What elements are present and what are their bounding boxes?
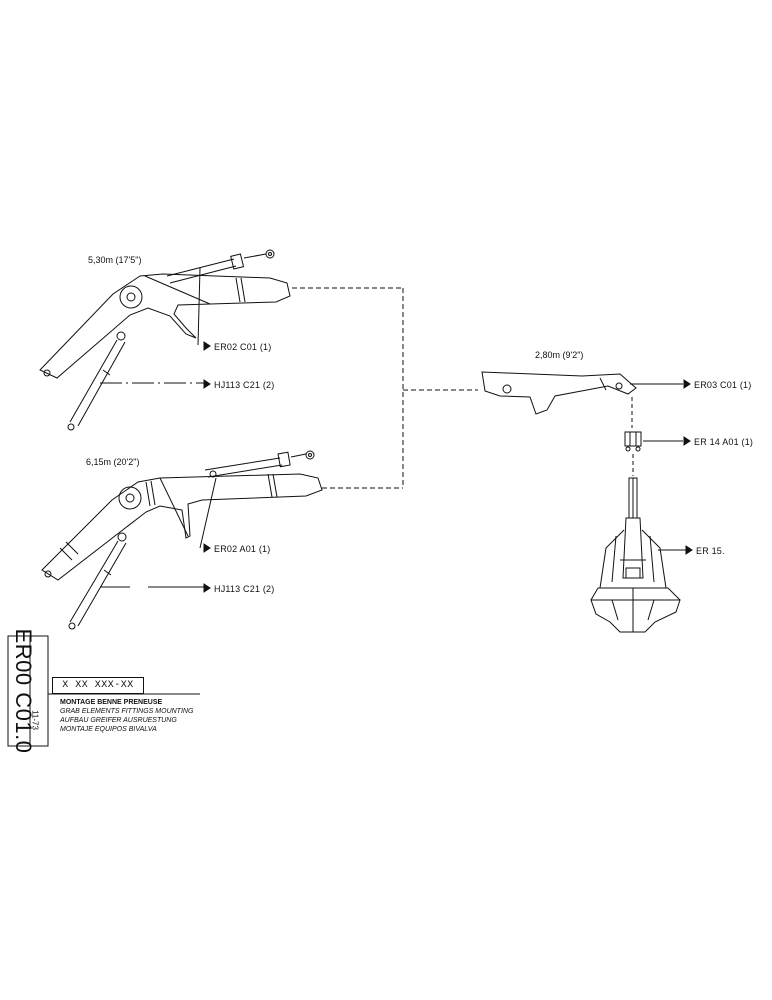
upper-boom bbox=[39, 273, 291, 379]
callout-hj113-lower: HJ113 C21 (2) bbox=[214, 584, 275, 594]
er02-a01-arrow-icon bbox=[203, 543, 211, 553]
callout-er15: ER 15. bbox=[696, 546, 725, 556]
hj113-upper-arrow-icon bbox=[203, 379, 211, 389]
drawing-date: 11-73 bbox=[28, 700, 42, 740]
title-block-frame bbox=[7, 635, 200, 747]
callout-hj113-upper: HJ113 C21 (2) bbox=[214, 380, 275, 390]
er15-arrow-icon bbox=[685, 545, 693, 555]
arm-length: 2,80m (9'2") bbox=[535, 350, 584, 360]
callout-markers bbox=[203, 341, 693, 593]
reference-number: X XX XXX-XX bbox=[52, 677, 144, 694]
lower-jack bbox=[68, 532, 127, 630]
drawing-date-text: 11-73 bbox=[30, 710, 40, 730]
lower-boom bbox=[41, 473, 323, 581]
grab-bucket bbox=[590, 477, 681, 633]
dipper-arm bbox=[481, 371, 637, 415]
callout-er02-a01: ER02 A01 (1) bbox=[214, 544, 271, 554]
upper-boom-cylinder bbox=[166, 249, 275, 284]
er03-c01-arrow-icon bbox=[683, 379, 691, 389]
lower-boom-length: 6,15m (20'2") bbox=[86, 457, 140, 467]
title-fr: MONTAGE BENNE PRENEUSE bbox=[60, 699, 163, 706]
callout-er02-c01: ER02 C01 (1) bbox=[214, 342, 272, 352]
title-es: MONTAJE EQUIPOS BIVALVA bbox=[60, 726, 157, 733]
connector-lines bbox=[292, 287, 478, 489]
upper-jack bbox=[67, 331, 126, 431]
er02-c01-leader bbox=[197, 267, 201, 346]
er02-c01-arrow-icon bbox=[203, 341, 211, 351]
callout-er14-a01: ER 14 A01 (1) bbox=[694, 437, 754, 447]
er02-a01-leader bbox=[199, 477, 217, 549]
callout-er03-c01: ER03 C01 (1) bbox=[694, 380, 752, 390]
title-en: GRAB ELEMENTS FITTINGS MOUNTING bbox=[60, 708, 194, 715]
title-de: AUFBAU GREIFER AUSRUESTUNG bbox=[60, 717, 177, 724]
title-lines: MONTAGE BENNE PRENEUSE GRAB ELEMENTS FIT… bbox=[60, 698, 193, 734]
lower-boom-cylinder bbox=[204, 450, 315, 478]
upper-boom-length: 5,30m (17'5") bbox=[88, 255, 142, 265]
er14-a01-arrow-icon bbox=[683, 436, 691, 446]
hj113-lower-arrow-icon bbox=[203, 583, 211, 593]
link-part bbox=[624, 431, 642, 452]
